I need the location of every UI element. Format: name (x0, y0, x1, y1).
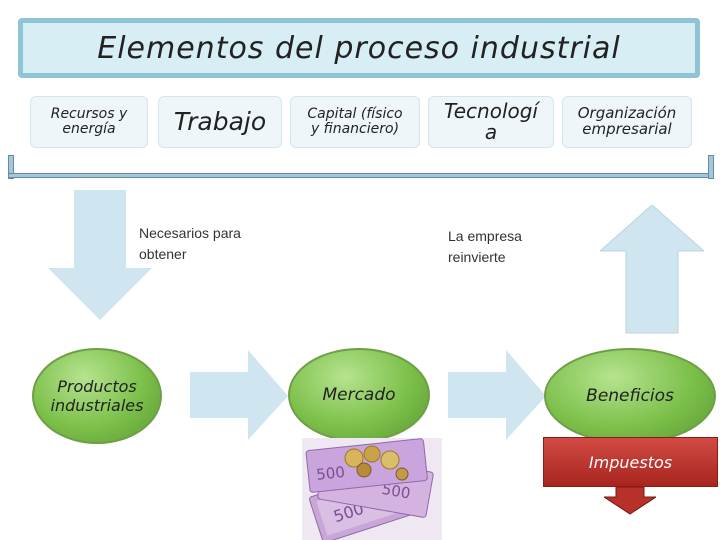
factor-label: Tecnologí (443, 99, 538, 123)
node-label: Productos (57, 377, 137, 396)
note-reinvierte: La empresa reinvierte (448, 226, 522, 268)
factor-organizacion: Organización empresarial (562, 96, 692, 148)
factors-bracket (8, 155, 714, 181)
impuestos-box: Impuestos (543, 437, 718, 487)
node-beneficios: Beneficios (544, 348, 716, 444)
note-line: Necesarios para (139, 225, 241, 241)
svg-text:500: 500 (380, 480, 411, 503)
node-productos-industriales: Productos industriales (32, 348, 162, 444)
down-arrow-icon (48, 190, 152, 320)
factor-label: energía (62, 121, 116, 137)
euro-banknotes-icon: 500 500 500 (302, 438, 442, 540)
up-arrow-icon (600, 205, 704, 334)
node-label: Mercado (322, 385, 396, 405)
impuestos-label: Impuestos (588, 452, 673, 472)
note-necesarios: Necesarios para obtener (139, 223, 241, 265)
factor-label: y financiero) (310, 121, 400, 137)
node-mercado: Mercado (288, 348, 430, 442)
factor-label: Trabajo (173, 106, 267, 136)
money-image: 500 500 500 (302, 438, 442, 540)
diagram-title: Elementos del proceso industrial (18, 18, 700, 78)
note-line: obtener (139, 246, 187, 262)
bracket-left-end (8, 155, 14, 179)
svg-text:500: 500 (315, 463, 345, 484)
right-arrow-icon (190, 350, 288, 440)
note-line: La empresa (448, 228, 522, 244)
factor-label: Organización (577, 104, 677, 123)
factor-label: empresarial (582, 120, 672, 138)
factor-capital: Capital (físico y financiero) (290, 96, 420, 148)
bracket-right-end (708, 155, 714, 179)
node-label: industriales (50, 396, 144, 415)
bracket-line (8, 173, 714, 178)
factor-label: Recursos y (50, 106, 128, 123)
factor-label: a (484, 120, 498, 144)
factor-tecnologia: Tecnologí a (428, 96, 554, 148)
factor-trabajo: Trabajo (158, 96, 282, 148)
note-line: reinvierte (448, 249, 506, 265)
factor-recursos-energia: Recursos y energía (30, 96, 148, 148)
small-down-arrow-icon (604, 487, 656, 515)
factor-label: Capital (físico (307, 106, 403, 123)
right-arrow-icon (448, 350, 546, 440)
node-label: Beneficios (586, 386, 674, 406)
